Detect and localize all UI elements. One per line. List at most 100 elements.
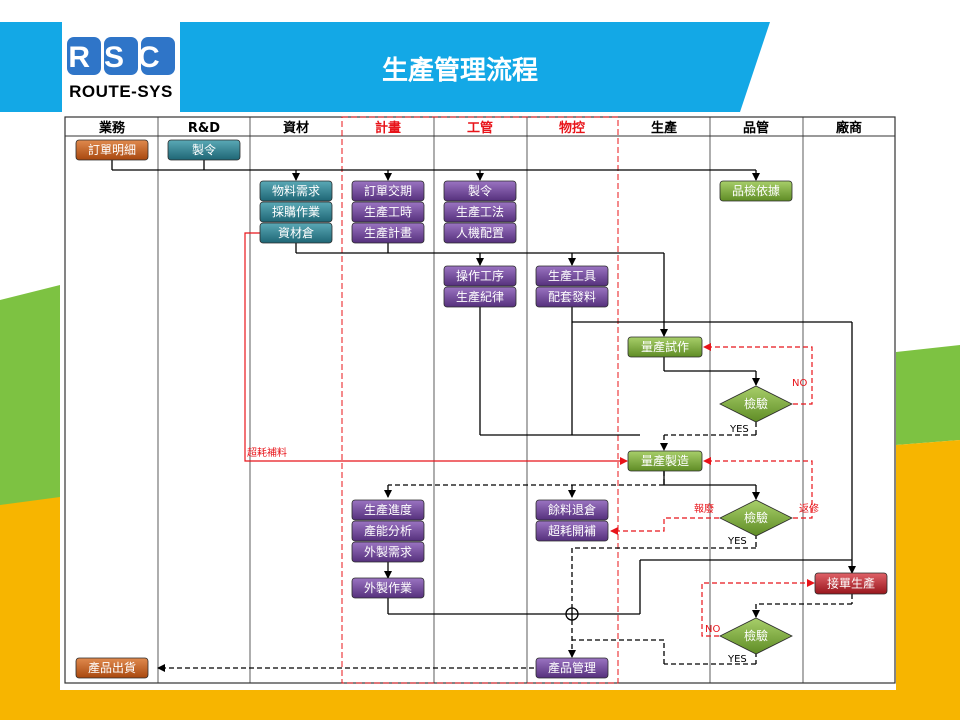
edge-label-no-1: NO [792,378,807,389]
col-head-control: 物控 [559,120,585,136]
process-box [443,265,517,287]
logo-mark-icon: RSC [67,37,175,75]
edge-label-yes-1: YES [729,424,749,435]
node-label: 量產製造 [641,453,689,468]
node-inspection-1: 檢驗 [719,385,793,423]
edge-label-scrap: 報廢 [694,502,714,515]
node-label: 配套發料 [548,289,596,304]
node-label: 餘料退倉 [548,502,596,517]
connectors-solid [111,160,856,615]
decision-diamond [719,617,793,655]
node-label: 製令 [192,142,216,157]
process-box [351,577,425,599]
col-head-production: 生產 [651,120,677,136]
node-label: 生產工具 [548,268,596,283]
process-box [259,222,333,244]
node-label: 接單生產 [827,576,875,591]
process-box [75,657,149,679]
process-box [351,499,425,521]
process-box [351,180,425,202]
column-dividers [157,117,804,683]
node-kitting: 配套發料 [535,286,609,308]
green-band-right [896,345,960,445]
node-inspection-basis: 品檢依據 [719,180,793,202]
process-box [535,499,609,521]
flow-nodes: 訂單明細製令物料需求採購作業資材倉訂單交期生產工時生產計畫製令生產工法人機配置操… [75,139,888,679]
node-mass-production: 量產製造 [627,450,703,472]
node-material-demand: 物料需求 [259,180,333,202]
process-box [75,139,149,161]
logo-text: ROUTE-SYS [69,82,173,101]
node-label: 產品管理 [548,660,596,675]
merge-junction-icon [565,607,579,621]
process-box [627,336,703,358]
col-head-qc: 品管 [743,120,769,136]
node-label: 製令 [468,183,492,198]
node-label: 超耗開補 [548,523,596,538]
edge-labels: NO YES 超耗補料 報廢 返修 YES NO YES [247,378,819,665]
company-logo: RSC ROUTE-SYS [62,22,180,112]
node-product-shipping: 產品出貨 [75,657,149,679]
column-headers: 業務 R&D 資材 計畫 工管 物控 生產 品管 廠商 [98,120,862,136]
node-rnd-order: 製令 [167,139,241,161]
process-box [443,180,517,202]
node-label: 外製作業 [364,581,412,595]
node-outsourcing-work: 外製作業 [351,577,425,599]
page-title: 生產管理流程 [381,56,538,86]
node-production-discipline: 生產紀律 [443,286,517,308]
col-head-sales: 業務 [98,120,126,136]
node-inspection-2: 檢驗 [719,499,793,537]
node-label: 生產計畫 [364,225,412,240]
node-label: 物料需求 [272,184,320,198]
edge-label-yes-3: YES [727,654,747,665]
node-outsourcing-demand: 外製需求 [351,541,425,563]
node-label: 生產進度 [364,502,412,517]
node-inspection-3: 檢驗 [719,617,793,655]
node-trial-production: 量產試作 [627,336,703,358]
process-box [259,201,333,223]
edge-label-excess-supplement: 超耗補料 [247,446,287,459]
node-warehouse: 資材倉 [259,222,333,244]
green-band [0,285,60,510]
node-material-return: 餘料退倉 [535,499,609,521]
process-box [259,180,333,202]
node-label: 訂單明細 [88,142,136,157]
process-box [167,139,241,161]
node-label: 產能分析 [364,523,412,538]
node-operation-process: 操作工序 [443,265,517,287]
logo-mark-text: RSC [68,41,173,74]
node-label: 生產工法 [456,204,504,219]
process-box [443,201,517,223]
node-label: 檢驗 [744,510,768,525]
connectors-red [244,232,628,465]
process-box [535,657,609,679]
node-label: 檢驗 [744,396,768,411]
process-box [351,520,425,542]
process-box [535,520,609,542]
process-box [443,222,517,244]
process-box [351,201,425,223]
node-vendor-production: 接單生產 [814,572,888,595]
node-label: 外製需求 [364,545,412,559]
decision-diamond [719,385,793,423]
node-production-plan: 生產計畫 [351,222,425,244]
edge-label-yes-2: YES [727,536,747,547]
node-capacity-analysis: 產能分析 [351,520,425,542]
yellow-band [0,440,960,720]
node-production-method: 生產工法 [443,201,517,223]
node-label: 資材倉 [278,225,314,240]
node-excess-issue: 超耗開補 [535,520,609,542]
node-purchasing: 採購作業 [259,201,333,223]
node-label: 量產試作 [641,339,689,354]
col-head-planning: 計畫 [375,120,401,136]
col-head-rnd: R&D [188,121,220,136]
node-label: 生產紀律 [456,289,504,304]
node-production-progress: 生產進度 [351,499,425,521]
process-box [351,541,425,563]
node-label: 操作工序 [456,268,504,283]
node-label: 檢驗 [744,628,768,643]
node-production-hours: 生產工時 [351,201,425,223]
col-head-engineering: 工管 [467,120,493,136]
node-label: 產品出貨 [88,660,136,675]
